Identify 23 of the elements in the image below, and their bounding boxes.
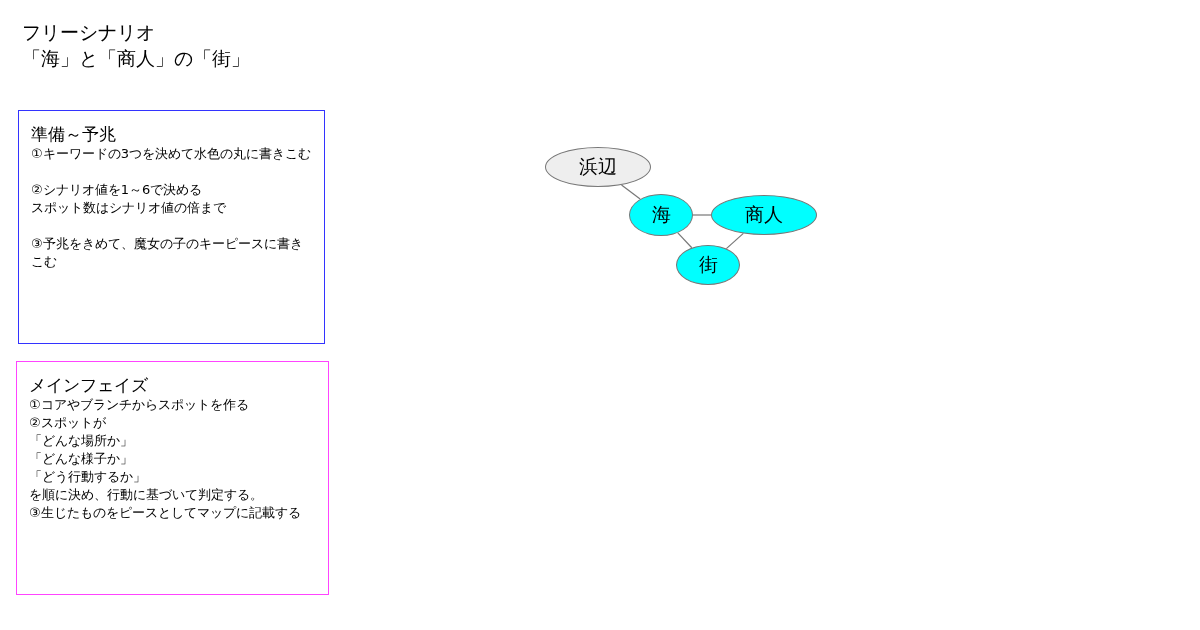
instruction-text: ①コアやブランチからスポットを作る	[29, 396, 250, 414]
instruction-text: ③生じたものをピースとしてマップに記載する	[29, 504, 302, 522]
instruction-text: スポット数はシナリオ値の倍まで	[31, 199, 227, 217]
keyword-ellipse: 海	[629, 194, 693, 236]
instruction-text: 「どう行動するか」	[29, 468, 147, 486]
instruction-text: ①キーワードの3つを決めて水色の丸に書きこむ	[31, 145, 312, 163]
panel-heading: 準備～予兆	[31, 123, 117, 145]
instruction-text: 「どんな場所か」	[29, 432, 134, 450]
keyword-ellipse: 浜辺	[545, 147, 651, 187]
connector-line	[677, 232, 693, 249]
title: フリーシナリオ	[22, 20, 155, 44]
subtitle: 「海」と「商人」の「街」	[22, 46, 250, 70]
connector-line	[692, 214, 712, 216]
instruction-text: 「どんな様子か」	[29, 450, 134, 468]
instruction-text: を順に決め、行動に基づいて判定する。	[29, 486, 264, 504]
instruction-text: ③予兆をきめて、魔女の子のキーピースに書きこむ	[31, 235, 304, 271]
instruction-text: ②シナリオ値を1～6で決める	[31, 181, 204, 199]
keyword-ellipse: 街	[676, 245, 740, 285]
panel-heading: メインフェイズ	[29, 374, 149, 396]
keyword-ellipse: 商人	[711, 195, 817, 235]
text-panel	[16, 361, 329, 595]
instruction-text: ②スポットが	[29, 414, 107, 432]
text-panel	[18, 110, 325, 344]
